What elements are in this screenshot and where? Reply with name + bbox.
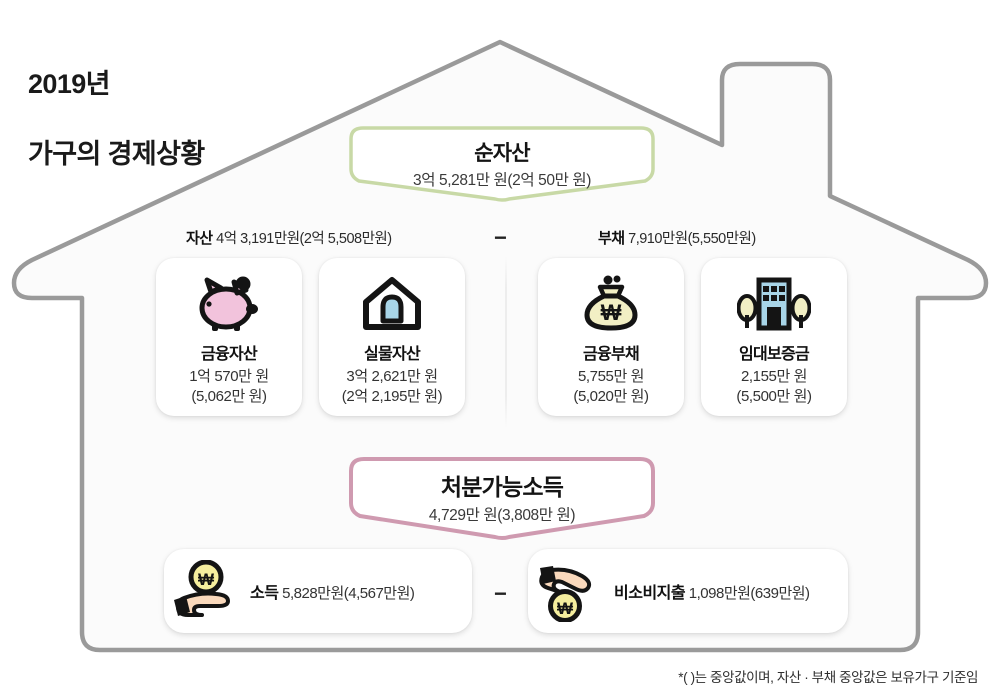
card-income[interactable]: ₩ 소득 5,828만원(4,567만원) [164,549,472,633]
card-value: 5,755만 원 [577,368,645,385]
title-line-1: 2019년 [28,69,111,100]
money-bag-icon: ₩ [580,270,642,338]
card-median: (2억 2,195만 원) [341,387,443,405]
footnote: *( )는 중앙값이며, 자산 · 부채 중앙값은 보유가구 기준임 [678,670,978,685]
asset-debt-divider [505,256,507,428]
svg-text:₩: ₩ [198,570,215,589]
debt-value: 7,910만원(5,550만원) [628,231,756,247]
svg-text:₩: ₩ [557,599,574,618]
hand-receiving-coin-icon: ₩ [164,560,250,622]
nonexp-text: 비소비지출 1,098만원(639만원) [614,579,810,603]
net-worth-banner-shape [349,126,655,202]
card-median: (5,500만 원) [736,387,812,405]
income-label: 소득 [250,585,279,602]
apartment-building-icon [737,270,811,338]
svg-text:₩: ₩ [601,300,622,325]
card-title: 실물자산 [363,346,421,363]
card-title: 금융자산 [200,346,258,363]
minus-operator-top: − [494,225,507,250]
income-value: 5,828만원(4,567만원) [282,585,415,602]
card-value: 1억 570만 원 [189,368,269,385]
card-median: (5,062만 원) [191,387,267,405]
card-value: 3억 2,621만 원 [346,368,438,385]
page-title: 2019년 가구의 경제상황 [28,32,205,207]
card-median: (5,020만 원) [573,387,649,405]
net-worth-banner: 순자산 3억 5,281만 원(2억 50만 원) [337,125,667,203]
debt-label: 부채 [598,230,625,247]
card-value: 2,155만 원 [740,368,808,385]
assets-equation-label: 자산 4억 3,191만원(2억 5,508만원) [186,227,392,248]
nonexp-value: 1,098만원(639만원) [688,585,810,602]
debt-equation-label: 부채 7,910만원(5,550만원) [598,227,756,248]
minus-operator-bottom: − [494,581,507,606]
card-financial-asset[interactable]: 금융자산 1억 570만 원 (5,062만 원) [156,258,302,416]
income-text: 소득 5,828만원(4,567만원) [250,579,415,603]
card-financial-debt[interactable]: ₩ 금융부채 5,755만 원 (5,020만 원) [538,258,684,416]
house-icon [361,270,423,338]
hand-dropping-coin-icon: ₩ [528,560,614,622]
card-title: 금융부채 [582,346,640,363]
title-line-2: 가구의 경제상황 [28,139,205,170]
card-rental-deposit[interactable]: 임대보증금 2,155만 원 (5,500만 원) [701,258,847,416]
piggy-bank-icon [193,270,265,338]
disposable-income-banner: 처분가능소득 4,729만 원(3,808만 원) [337,455,667,541]
assets-label: 자산 [186,230,213,247]
disposable-income-banner-shape [349,457,655,540]
card-real-asset[interactable]: 실물자산 3억 2,621만 원 (2억 2,195만 원) [319,258,465,416]
nonexp-label: 비소비지출 [614,585,686,602]
card-title: 임대보증금 [738,346,810,363]
card-non-consumption-expenditure[interactable]: ₩ 비소비지출 1,098만원(639만원) [528,549,848,633]
assets-value: 4억 3,191만원(2억 5,508만원) [216,231,392,247]
